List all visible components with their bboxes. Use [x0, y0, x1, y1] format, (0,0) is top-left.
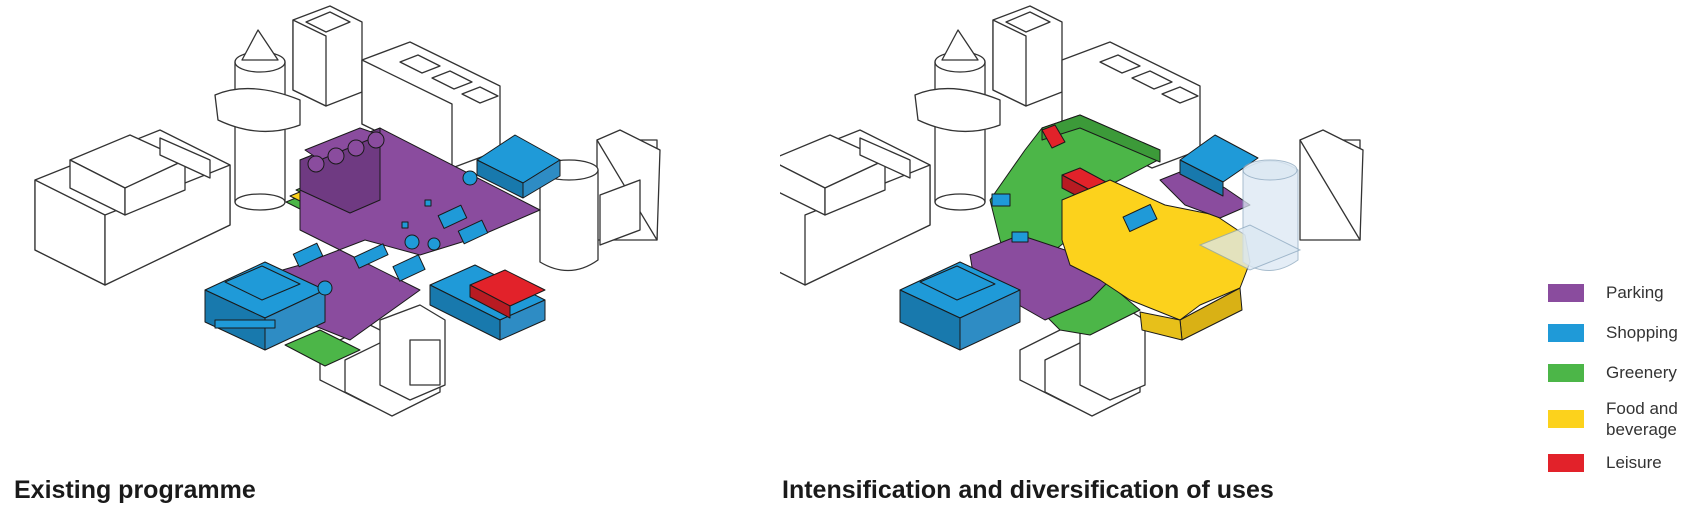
- legend-label: Leisure: [1606, 453, 1662, 472]
- legend-label: Parking: [1606, 283, 1664, 302]
- legend-item-food-and-beverage: Food and beverage: [1548, 398, 1698, 440]
- legend-item-shopping: Shopping: [1548, 322, 1698, 343]
- legend-item-greenery: Greenery: [1548, 362, 1698, 383]
- programme-massing: [204, 127, 561, 367]
- intensification-diagram: [780, 5, 1364, 417]
- legend-item-parking: Parking: [1548, 282, 1698, 303]
- greenery-swatch: [1548, 363, 1584, 382]
- food-and-beverage-swatch: [1548, 410, 1584, 428]
- legend-label: Greenery: [1606, 363, 1677, 382]
- programme-massing: [899, 114, 1302, 351]
- intensification-caption: Intensification and diversification of u…: [782, 476, 1274, 504]
- legend-label: Shopping: [1606, 323, 1678, 342]
- shopping-swatch: [1548, 323, 1584, 342]
- existing-programme-diagram: [34, 5, 661, 417]
- legend-item-leisure: Leisure: [1548, 452, 1698, 473]
- leisure-swatch: [1548, 453, 1584, 472]
- parking-swatch: [1548, 283, 1584, 302]
- legend-label: Food and beverage: [1606, 399, 1678, 439]
- existing-programme-caption: Existing programme: [14, 476, 256, 504]
